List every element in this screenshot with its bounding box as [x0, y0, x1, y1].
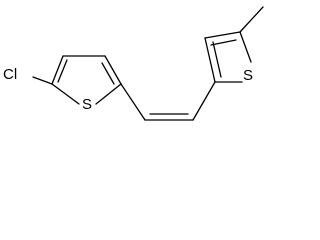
bond-c3prime-c2prime: [204, 37, 216, 83]
bond-c2prime-c1prime: [204, 31, 241, 39]
chemical-structure-diagram: Cl S S: [3, 6, 264, 121]
chlorine-label: Cl: [3, 66, 17, 83]
vinyl-linker: [120, 81, 216, 121]
bond-s-c2: [51, 83, 80, 105]
bond-c3prime-c4prime-inner: [212, 41, 222, 78]
bond-cl-c2: [32, 76, 53, 85]
sulfur-right-label: S: [243, 67, 253, 84]
bond-c4-c5-inner: [101, 62, 115, 85]
bond-c2-c3-inner: [57, 59, 68, 83]
bond-c4-c5: [104, 55, 122, 85]
bond-c1prime-s: [239, 31, 252, 63]
right-thiophene-ring: [204, 6, 264, 83]
bond-c2-c3: [51, 55, 64, 85]
bond-c5-s: [95, 83, 122, 105]
sulfur-left-label: S: [82, 96, 92, 113]
bond-methyl: [239, 6, 264, 33]
left-thiophene-ring: [32, 55, 122, 105]
bond-c1prime-inner: [210, 39, 237, 46]
bond-vinyl-c3prime: [192, 81, 216, 121]
bond-c5-vinyl: [120, 83, 146, 121]
